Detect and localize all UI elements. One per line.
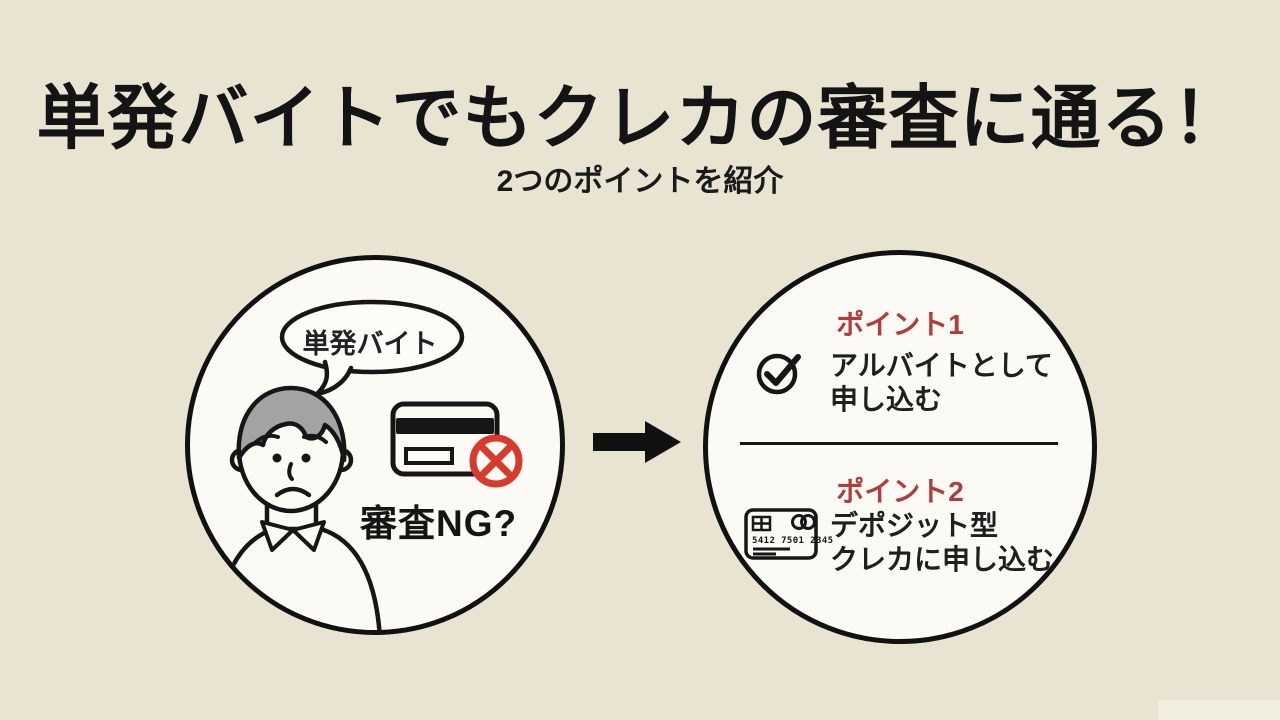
- credit-card-number: 5412 7501 2345: [752, 536, 833, 546]
- before-circle: 単発バイト 審査NG?: [185, 255, 565, 635]
- after-circle: ポイント1 アルバイトとして 申し込む ポイント2 5412 7501 2345: [703, 250, 1097, 644]
- credit-card-icon: 5412 7501 2345: [744, 508, 833, 560]
- page-title: 単発バイトでもクレカの審査に通る！: [36, 79, 1244, 157]
- point2-label: ポイント2: [836, 476, 964, 507]
- screening-ng-caption: 審査NG?: [360, 503, 518, 544]
- checkmark-circle-icon: [756, 353, 801, 395]
- credit-card-rejected-icon: [390, 401, 523, 488]
- credit-card-signature-box: [404, 447, 454, 465]
- point1-label: ポイント1: [836, 309, 964, 340]
- credit-card-outline: [744, 508, 818, 560]
- corner-watermark: [1158, 700, 1280, 720]
- credit-card-network-circles: [791, 514, 816, 530]
- credit-card-stripe: [396, 418, 494, 434]
- divider-line: [740, 442, 1058, 445]
- point1-text: アルバイトとして 申し込む: [830, 350, 1053, 415]
- credit-card-chip: [751, 515, 772, 532]
- person-eye-left: [272, 453, 282, 463]
- person-eyebrow-right: [302, 433, 328, 444]
- speech-bubble-tail: [314, 359, 354, 397]
- speech-bubble: [279, 299, 465, 397]
- person-mouth: [274, 486, 312, 498]
- worried-person-illustration: [214, 385, 382, 630]
- point2-text: デポジット型 クレカに申し込む: [830, 510, 1055, 575]
- person-collar-left: [260, 520, 295, 552]
- speech-bubble-text: 単発バイト: [302, 329, 438, 359]
- prohibition-icon: [469, 434, 523, 488]
- person-body: [214, 526, 382, 630]
- person-collar-right: [291, 520, 326, 552]
- arrow-right-icon: [593, 421, 681, 463]
- page-subtitle: 2つのポイントを紹介: [496, 165, 784, 198]
- person-nose: [287, 462, 294, 481]
- person-eye-right: [301, 453, 311, 463]
- person-eyebrow-left: [254, 433, 280, 444]
